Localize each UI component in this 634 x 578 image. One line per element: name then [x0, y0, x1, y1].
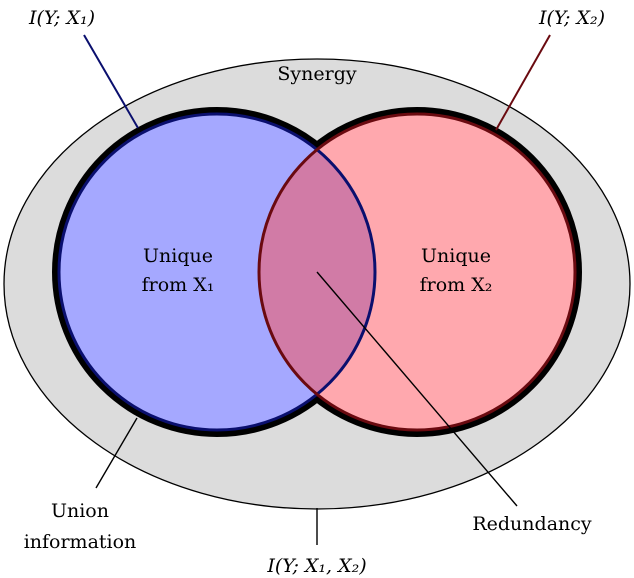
unique-x1-label-line1: Unique	[143, 245, 213, 267]
leader-union	[95, 417, 138, 489]
synergy-label: Synergy	[277, 63, 356, 85]
leader-mi-x1	[83, 34, 139, 129]
unique-x2-label-line1: Unique	[421, 245, 491, 267]
union-label-line2: information	[24, 531, 137, 553]
leader-redundancy	[316, 271, 518, 507]
redundancy-label: Redundancy	[472, 513, 592, 535]
mi-joint-label: I(Y; X₁, X₂)	[266, 555, 366, 577]
x1-circle-outline	[57, 112, 377, 432]
x2-circle-outline	[257, 112, 577, 432]
union-label-line1: Union	[51, 500, 109, 522]
unique-x2-label-line2: from X₂	[420, 274, 493, 296]
mi-x1-label: I(Y; X₁)	[28, 7, 95, 29]
redundancy-overlap	[259, 114, 375, 430]
leader-mi-x2	[495, 34, 551, 131]
unique-x1-label-line2: from X₁	[142, 274, 215, 296]
mi-x2-label: I(Y; X₂)	[538, 7, 605, 29]
